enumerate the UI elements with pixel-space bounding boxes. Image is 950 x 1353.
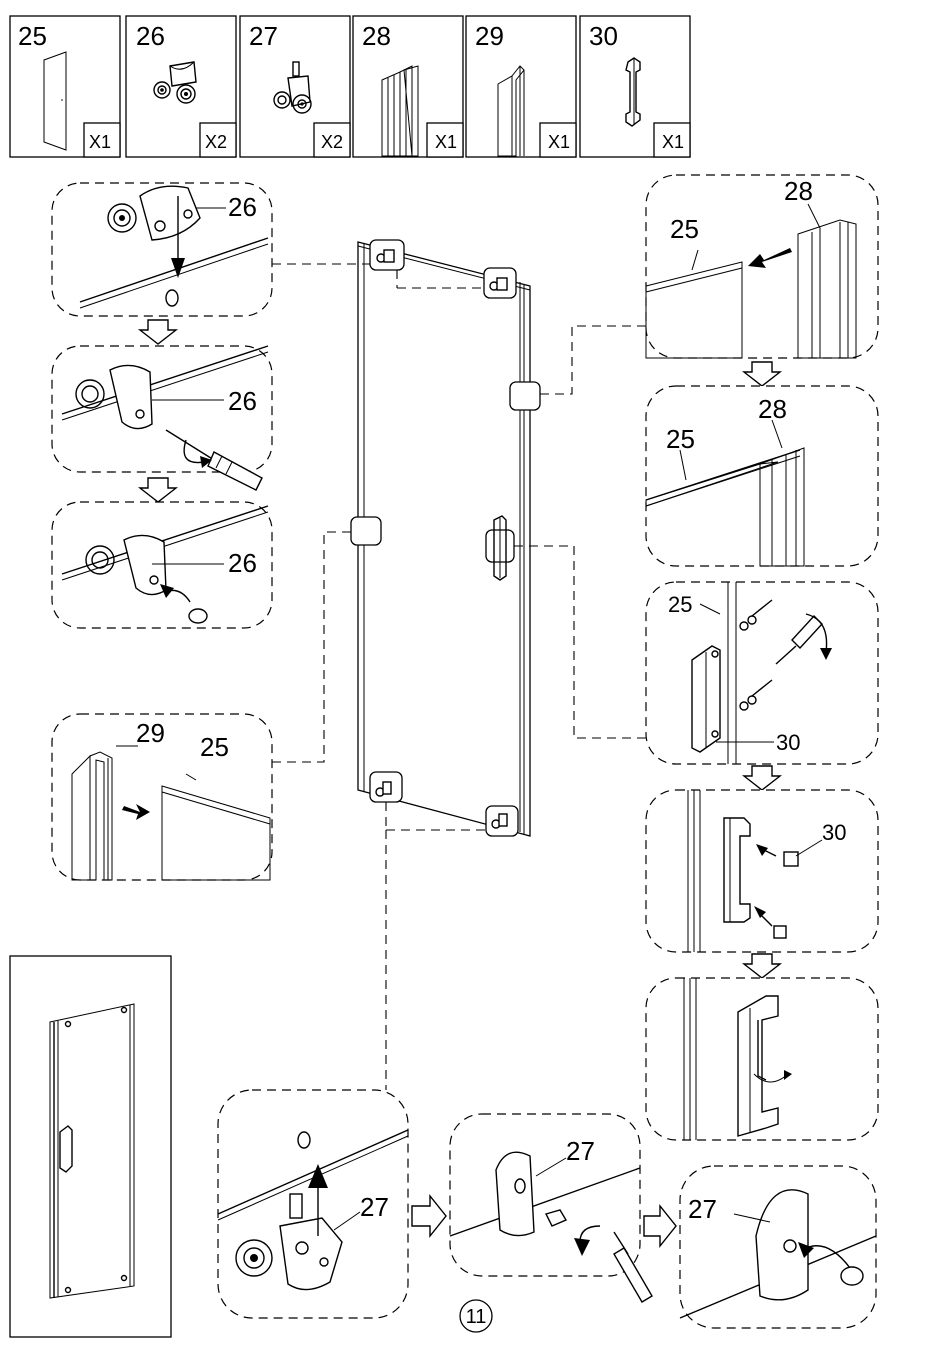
callout-number: 27 <box>688 1194 717 1224</box>
page-number-badge: 11 <box>460 1300 492 1332</box>
part-box-27: 27 X2 <box>240 16 350 157</box>
part-number: 25 <box>18 21 47 51</box>
part-number: 30 <box>589 21 618 51</box>
part-quantity: X1 <box>548 132 570 152</box>
main-glass-panel <box>351 240 540 836</box>
step-seal-profile-1: 25 28 <box>646 175 878 358</box>
part-number: 26 <box>136 21 165 51</box>
callout-number: 30 <box>822 820 846 845</box>
cap-icon <box>774 926 786 938</box>
part-quantity: X1 <box>89 132 111 152</box>
callout-number: 28 <box>758 394 787 424</box>
step-bottom-roller-1: 27 <box>218 1090 408 1318</box>
callout-box-seal-profile <box>510 382 540 410</box>
part-box-29: 29 X1 <box>466 16 576 157</box>
cap-icon <box>841 1267 863 1285</box>
step-top-roller-2: 26 <box>52 346 272 490</box>
step-top-roller-1: 26 <box>52 183 272 316</box>
callout-number: 28 <box>784 176 813 206</box>
cap-icon <box>189 609 207 623</box>
part-number: 28 <box>362 21 391 51</box>
callout-number: 26 <box>228 548 257 578</box>
part-box-25: 25 X1 <box>10 16 120 157</box>
step-seal-profile-2: 25 28 <box>646 386 878 566</box>
callout-number: 25 <box>670 214 699 244</box>
down-arrow-icon <box>744 766 780 790</box>
part-quantity: X2 <box>205 132 227 152</box>
down-arrow-icon <box>140 320 176 344</box>
down-arrow-icon <box>744 362 780 386</box>
handle-marker-icon <box>494 516 506 580</box>
down-arrow-icon <box>744 954 780 978</box>
page-number: 11 <box>466 1306 487 1328</box>
callout-number: 26 <box>228 192 257 222</box>
callout-number: 27 <box>360 1192 389 1222</box>
parts-list: 25 X1 26 X2 27 <box>10 16 690 157</box>
part-quantity: X1 <box>662 132 684 152</box>
handle-marker-icon <box>60 1126 72 1172</box>
callout-number: 25 <box>668 592 692 617</box>
step-bottom-roller-3: 27 <box>680 1166 876 1328</box>
step-handle-caps: 30 <box>646 790 878 952</box>
step-allen-key <box>646 978 878 1140</box>
part-number: 27 <box>249 21 278 51</box>
right-arrow-icon <box>644 1206 676 1246</box>
step-handle-install: 25 30 <box>646 582 878 764</box>
part-box-26: 26 X2 <box>126 16 236 157</box>
part-box-30: 30 X1 <box>580 16 690 157</box>
part-number: 29 <box>475 21 504 51</box>
cap-icon <box>784 852 798 866</box>
part-quantity: X1 <box>435 132 457 152</box>
right-arrow-icon <box>412 1196 446 1236</box>
part-box-28: 28 X1 <box>353 16 463 157</box>
callout-number: 25 <box>666 424 695 454</box>
callout-number: 27 <box>566 1136 595 1166</box>
part-quantity: X2 <box>321 132 343 152</box>
callout-box-wall-profile <box>351 517 381 545</box>
callout-number: 30 <box>776 730 800 755</box>
down-arrow-icon <box>140 478 176 502</box>
callout-number: 26 <box>228 386 257 416</box>
overview-panel <box>10 956 171 1337</box>
step-top-roller-3: 26 <box>52 502 272 628</box>
step-bottom-roller-2: 27 <box>450 1114 652 1302</box>
callout-number: 29 <box>136 718 165 748</box>
step-wall-profile: 29 25 <box>52 714 272 880</box>
callout-number: 25 <box>200 732 229 762</box>
